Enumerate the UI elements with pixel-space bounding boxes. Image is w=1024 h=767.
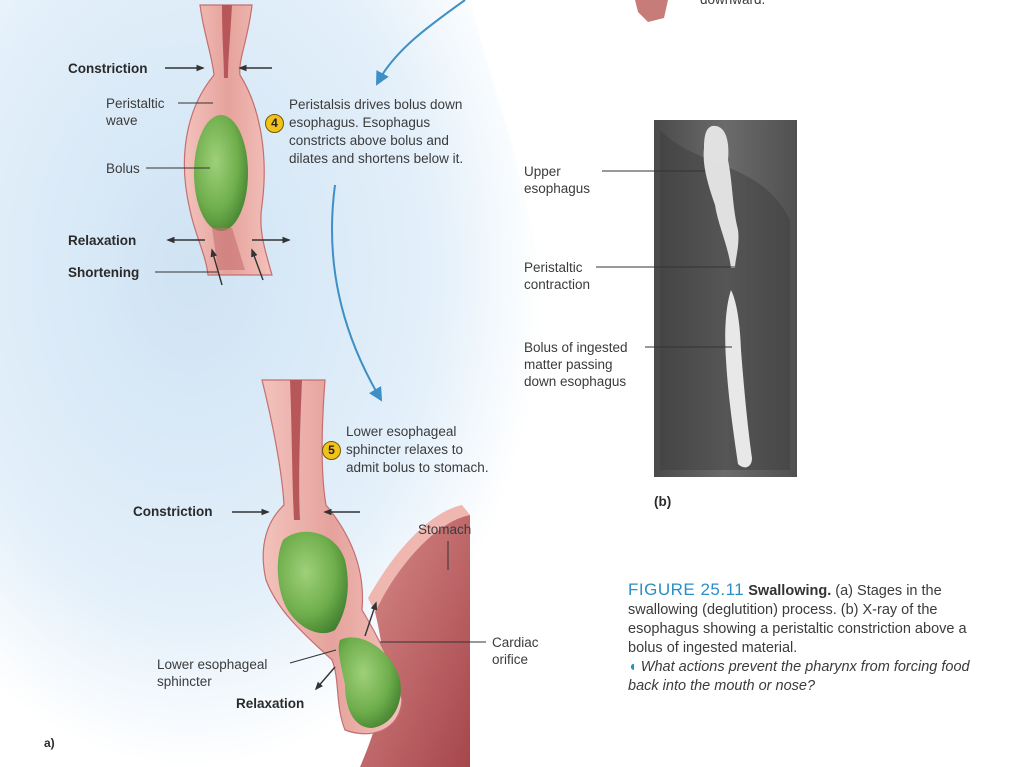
question-marker-icon: ◖: [628, 659, 637, 675]
shortening-label: Shortening: [68, 265, 140, 280]
sphincter-leader: [289, 649, 337, 664]
figure-question: ◖What actions prevent the pharynx from f…: [628, 658, 998, 696]
lower-esophagus: [261, 379, 470, 767]
stomach-wall: [368, 505, 470, 612]
figure-caption-body: (a) Stages in the swallowing (deglutitio…: [628, 583, 967, 656]
flow-arrow-top: [376, 0, 466, 86]
xray-part-label: (b): [654, 494, 672, 509]
step-4-badge: 4: [265, 114, 284, 133]
shortening-arrow-right: [251, 248, 264, 281]
lower-constriction-label: Constriction: [133, 504, 213, 519]
xray-upper-esophagus: [703, 125, 739, 269]
part-a-marker: a): [44, 736, 55, 750]
bolus-label: Bolus: [106, 161, 140, 176]
figure-question-text: What actions prevent the pharynx from fo…: [628, 659, 970, 694]
upper-lumen-below: [212, 228, 245, 270]
stomach-label: Stomach: [418, 522, 472, 537]
lower-bolus-lower: [338, 637, 401, 728]
xray-upper-esophagus-label: Upper esophagus: [524, 164, 591, 196]
upper-esophagus-lumen: [222, 5, 232, 78]
xray-panel: [654, 120, 797, 477]
peristaltic-wave-label: Peristaltic wave: [106, 96, 165, 128]
lower-esophagus-lumen: [290, 380, 302, 520]
top-fragment-text: downward.: [700, 0, 765, 8]
xray-peristaltic-contraction-label: Peristaltic contraction: [524, 260, 591, 292]
step-4: 4 Peristalsis drives bolus down esophagus…: [265, 96, 505, 166]
figure-title: Swallowing.: [748, 583, 832, 599]
xray-bolus-label: Bolus of ingested matter passing down es…: [524, 340, 628, 389]
top-fragment-tissue: [635, 0, 668, 22]
step-5-badge: 5: [322, 441, 341, 460]
cardiac-orifice-label: Cardiac orifice: [492, 635, 539, 667]
upper-relaxation-label: Relaxation: [68, 233, 137, 248]
shortening-arrow-left: [210, 248, 223, 286]
lower-bolus-upper: [277, 531, 348, 634]
flow-arrow-middle: [331, 184, 383, 402]
figure-caption: FIGURE 25.11 Swallowing. (a) Stages in t…: [628, 580, 998, 696]
lower-sphincter-label: Lower esophageal sphincter: [157, 657, 268, 689]
figure-number: FIGURE 25.11: [628, 580, 745, 599]
step-5: 5 Lower esophageal sphincter relaxes to a…: [322, 423, 522, 475]
lower-relaxation-arrow-down: [314, 666, 336, 691]
upper-bolus: [194, 115, 248, 231]
xray-shadow: [660, 130, 790, 470]
upper-esophagus: [183, 4, 273, 276]
xray-bolus: [725, 290, 752, 468]
step-5-text: Lower esophageal sphincter relaxes to ad…: [346, 424, 489, 475]
lower-relaxation-label: Relaxation: [236, 696, 305, 711]
upper-constriction-label: Constriction: [68, 61, 148, 76]
lower-relaxation-arrow-up: [364, 601, 378, 637]
step-4-text: Peristalsis drives bolus down esophagus.…: [289, 97, 464, 166]
